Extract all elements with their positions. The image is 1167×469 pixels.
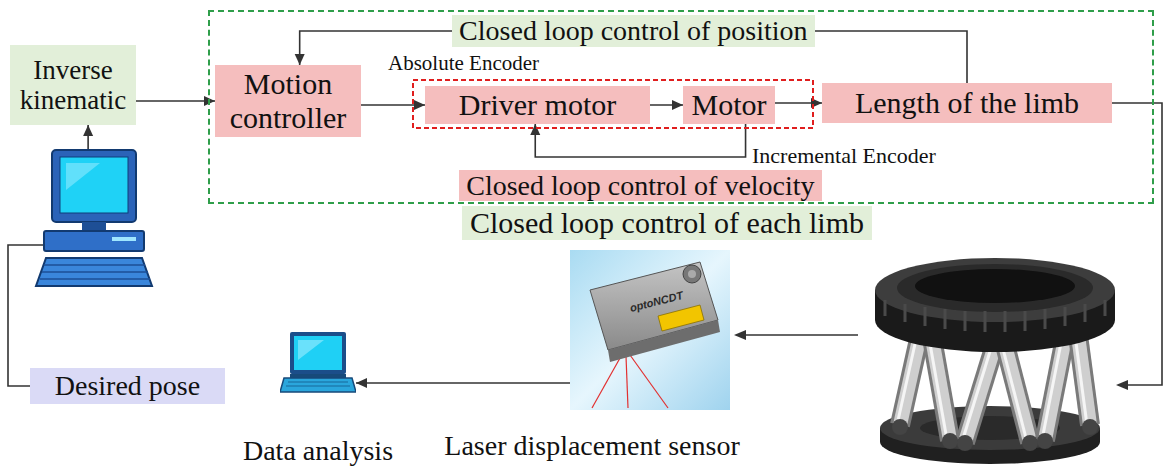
connector bbox=[650, 100, 683, 110]
velocity-loop-frame bbox=[413, 80, 813, 128]
sensor-photo bbox=[592, 358, 620, 408]
node-caption: Laser displacement sensor bbox=[444, 430, 739, 461]
sensor-photo bbox=[688, 270, 696, 278]
laptop-icon bbox=[290, 332, 346, 374]
connector bbox=[136, 96, 215, 106]
hexapod-illustration bbox=[1037, 433, 1053, 449]
laptop-icon bbox=[280, 378, 356, 392]
data-analysis-node: Data analysis bbox=[280, 330, 356, 400]
node-label: Length of the limb bbox=[855, 86, 1079, 120]
desktop-computer-icon bbox=[44, 231, 144, 251]
hexapod-illustration bbox=[892, 419, 908, 435]
hexapod-illustration bbox=[1042, 338, 1062, 440]
laptop-icon bbox=[294, 336, 342, 370]
hexapod-illustration bbox=[962, 345, 992, 442]
desktop-computer-icon bbox=[112, 237, 136, 241]
hexapod-illustration bbox=[880, 406, 1100, 450]
hexapod-illustration bbox=[932, 338, 950, 440]
arrowhead bbox=[295, 54, 305, 65]
sensor-photo bbox=[570, 250, 730, 410]
desktop-computer-icon bbox=[52, 150, 136, 222]
arrowhead bbox=[672, 100, 683, 110]
laptop-icon bbox=[286, 382, 350, 386]
desktop-computer-icon bbox=[36, 258, 152, 286]
laptop-icon bbox=[280, 330, 356, 400]
edge-label: Closed loop control of velocity bbox=[459, 170, 821, 201]
connector-line bbox=[136, 100, 215, 102]
limb-length-box: Length of the limb bbox=[822, 83, 1112, 123]
arrowhead bbox=[530, 124, 540, 135]
hexapod-illustration bbox=[875, 258, 1115, 464]
arrowhead bbox=[83, 125, 93, 136]
input-box: Desired pose bbox=[30, 368, 225, 404]
laptop-icon bbox=[298, 340, 324, 360]
measurement-wire bbox=[734, 330, 858, 340]
hexapod-illustration bbox=[1082, 419, 1098, 435]
encoder-label: Absolute Encoder bbox=[388, 52, 539, 76]
desktop-computer-icon bbox=[60, 157, 128, 213]
hexapod-illustration bbox=[897, 264, 1093, 312]
hexapod-illustration bbox=[1045, 338, 1065, 440]
hexapod-illustration bbox=[1005, 345, 1030, 442]
hexapod-illustration bbox=[957, 435, 973, 451]
connector-line bbox=[356, 382, 570, 384]
connector bbox=[356, 378, 570, 388]
sensor-photo bbox=[570, 250, 730, 410]
arrowhead bbox=[414, 100, 425, 110]
sensor-node: Laser displacement sensor bbox=[570, 250, 730, 410]
connector bbox=[361, 100, 425, 110]
encoder-label: Incremental Encoder bbox=[752, 144, 936, 169]
desktop-computer-icon bbox=[66, 163, 100, 190]
driver-box: Driver motor bbox=[425, 86, 650, 124]
connector bbox=[775, 98, 822, 108]
sensor-photo bbox=[683, 265, 701, 283]
hexapod-illustration bbox=[897, 335, 917, 425]
edge-label: Closed loop control of position bbox=[452, 15, 814, 46]
hexapod-illustration bbox=[932, 338, 950, 440]
desktop-computer-icon bbox=[40, 265, 150, 279]
hexapod-illustration bbox=[900, 335, 920, 425]
output-wire bbox=[1112, 103, 1162, 385]
motor-box: Motor bbox=[683, 86, 775, 124]
hexapod-illustration bbox=[929, 338, 947, 440]
hexapod-illustration bbox=[1045, 338, 1065, 440]
controller-box: Motion controller bbox=[215, 65, 361, 137]
desktop-computer-icon bbox=[36, 150, 152, 286]
node-label: Driver motor bbox=[459, 88, 616, 122]
sensor-photo bbox=[658, 305, 704, 331]
node-label: Motion controller bbox=[219, 67, 357, 134]
hexapod-illustration bbox=[915, 269, 1075, 303]
hexapod-illustration bbox=[875, 258, 1115, 322]
arrowhead bbox=[356, 378, 367, 388]
sensor-photo bbox=[630, 355, 668, 408]
hexapod-illustration bbox=[1002, 345, 1027, 442]
measurement-wire bbox=[734, 330, 746, 340]
hexapod-illustration bbox=[965, 345, 995, 442]
hexapod-illustration bbox=[1075, 335, 1087, 425]
node-label: Motor bbox=[692, 88, 767, 122]
node-caption: Data analysis bbox=[243, 435, 393, 466]
measurement-wire bbox=[744, 334, 858, 336]
sensor-photo bbox=[626, 356, 628, 408]
hexapod-illustration bbox=[1005, 345, 1030, 442]
hexapod-illustration bbox=[885, 300, 1105, 332]
node-label: Inverse kinematic bbox=[16, 55, 130, 115]
output-wire bbox=[1116, 380, 1128, 390]
node-label: Desired pose bbox=[55, 370, 200, 401]
kinematics-box: Inverse kinematic bbox=[10, 45, 136, 125]
hexapod-illustration bbox=[900, 335, 920, 425]
hexapod-illustration bbox=[1022, 435, 1038, 451]
output-wire bbox=[1112, 103, 1162, 390]
region-heading: Closed loop control of each limb bbox=[462, 206, 872, 240]
hexapod-illustration bbox=[942, 433, 958, 449]
hexapod-illustration bbox=[965, 345, 995, 442]
